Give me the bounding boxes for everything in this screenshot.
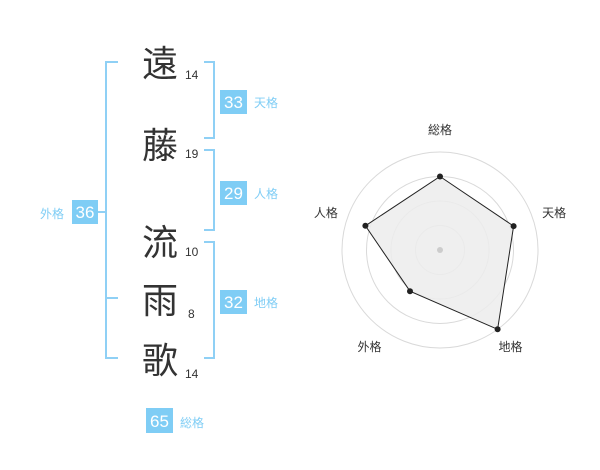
radar-axis-label: 人格 [314,205,338,220]
gaikaku-bracket [98,61,118,359]
chikaku-badge [220,290,247,314]
chikaku-value: 32 [224,293,243,312]
chikaku-bracket [204,241,215,359]
char-3: 流 [142,223,178,264]
strokes-5: 14 [185,367,199,381]
gaikaku-label: 外格 [40,206,64,221]
tenkaku-badge [220,90,247,114]
jinkaku-label: 人格 [254,186,278,201]
radar-point [510,223,517,230]
jinkaku-value: 29 [224,184,243,203]
radar-point [407,288,413,295]
tenkaku-bracket [204,61,215,139]
radar-point [437,173,443,180]
gaikaku-badge [72,200,98,224]
char-2: 藤 [142,126,178,167]
tenkaku-label: 天格 [254,95,278,110]
radar-center-dot [437,247,443,253]
radar-point [494,326,501,333]
name-breakdown: 遠 藤 流 雨 歌 14 19 10 8 14 33 天格 29 人格 32 地… [40,44,278,433]
strokes-4: 8 [188,307,195,321]
char-1: 遠 [142,44,178,85]
soukaku-value: 65 [150,412,169,431]
strokes-2: 19 [185,147,199,161]
soukaku-label: 総格 [180,415,204,430]
char-5: 歌 [142,341,178,382]
char-4: 雨 [142,281,178,322]
radar-point [362,222,369,229]
radar-axis-label: 総格 [428,122,452,137]
radar-points [362,173,517,333]
strokes-3: 10 [185,245,199,259]
radar-axis-label: 外格 [357,339,381,354]
radar-axis-label: 地格 [498,339,522,354]
tenkaku-value: 33 [224,93,243,112]
radar-ring [341,151,539,349]
strokes-1: 14 [185,68,199,82]
soukaku-badge [146,408,173,433]
chikaku-label: 地格 [254,295,278,310]
radar-axis-label: 天格 [542,205,566,220]
jinkaku-badge [220,181,247,205]
gaikaku-value: 36 [76,203,95,222]
jinkaku-bracket [204,149,215,231]
